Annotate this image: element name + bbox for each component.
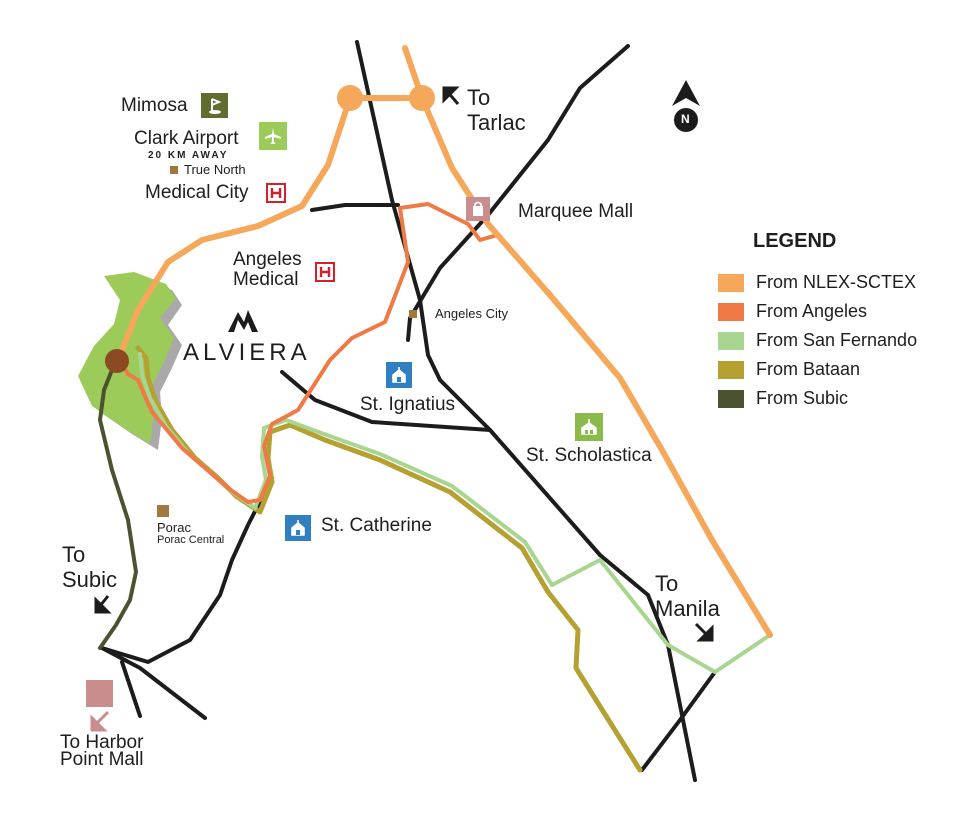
legend-swatch — [718, 331, 744, 350]
arrow-to-manila-icon — [694, 622, 714, 642]
road-manila-south — [598, 553, 697, 782]
legend-label: From Angeles — [756, 301, 868, 321]
route-from-nlex-sctex — [115, 95, 773, 638]
north-label: N — [681, 112, 690, 126]
st-ignatius-label: St. Ignatius — [360, 394, 456, 415]
route-from-subic — [98, 358, 138, 650]
shopping-bag-icon — [466, 197, 490, 221]
legend-item-angeles: From Angeles — [718, 301, 867, 322]
legend-label: From Bataan — [756, 359, 861, 379]
to-harbor-label-2: Point Mall — [60, 749, 144, 770]
legend-item-bataan: From Bataan — [718, 359, 860, 380]
interchange-west — [337, 85, 363, 111]
legend-label: From Subic — [756, 388, 849, 408]
harbor-point-mall-icon — [86, 680, 113, 707]
porac-marker — [157, 505, 169, 517]
to-tarlac-label-1: To — [467, 85, 491, 110]
legend-swatch — [718, 389, 744, 408]
north-arrow-icon — [672, 80, 700, 132]
road-southwest-2 — [120, 660, 142, 718]
legend-item-subic: From Subic — [718, 388, 848, 409]
legend-swatch — [718, 360, 744, 379]
airplane-icon — [259, 122, 287, 150]
arrow-to-harbor-icon — [90, 710, 110, 732]
to-subic-label-1: To — [62, 542, 86, 567]
legend-label: From San Fernando — [756, 330, 918, 350]
school-icon — [285, 515, 311, 541]
mimosa-label: Mimosa — [121, 95, 188, 116]
arrow-to-subic-icon — [94, 595, 112, 614]
mountain-logo-icon — [228, 310, 258, 332]
road-ignatius-loop — [280, 370, 492, 432]
porac-central-label: Porac Central — [157, 534, 225, 546]
angeles-medical-label-1: Angeles — [233, 249, 302, 270]
to-manila-label-1: To — [655, 571, 679, 596]
arrow-to-tarlac-icon — [442, 86, 460, 105]
alviera-site-marker — [105, 349, 129, 373]
legend-item-nlex-sctex: From NLEX-SCTEX — [718, 272, 916, 293]
legend-title: LEGEND — [753, 230, 837, 252]
road-clark-link — [310, 203, 400, 212]
legend-swatch — [718, 273, 744, 292]
marquee-mall-label: Marquee Mall — [518, 201, 634, 222]
true-north-label: True North — [184, 162, 246, 177]
school-icon — [575, 413, 603, 441]
clark-distance-label: 20 KM AWAY — [148, 150, 229, 161]
school-icon — [386, 362, 412, 388]
hospital-icon — [266, 183, 286, 203]
angeles-city-label: Angeles City — [435, 306, 508, 321]
road-porac-south — [100, 476, 274, 664]
angeles-medical-label-2: Medical — [233, 269, 299, 290]
porac-label: Porac — [157, 520, 191, 535]
road-manila-link — [640, 670, 717, 772]
legend-label: From NLEX-SCTEX — [756, 272, 917, 292]
interchange-east — [409, 85, 435, 111]
legend-swatch — [718, 302, 744, 321]
legend-item-san-fernando: From San Fernando — [718, 330, 917, 351]
medical-city-label: Medical City — [145, 182, 249, 203]
route-from-angeles — [118, 202, 496, 504]
to-subic-label-2: Subic — [62, 567, 118, 592]
to-harbor-label-1: To Harbor — [60, 732, 144, 753]
angeles-city-marker — [409, 310, 417, 318]
alviera-label: ALVIERA — [183, 339, 311, 366]
hospital-icon — [315, 262, 335, 282]
st-scholastica-label: St. Scholastica — [526, 445, 652, 466]
to-tarlac-label-2: Tarlac — [467, 110, 526, 135]
st-catherine-label: St. Catherine — [321, 515, 432, 536]
road-northeast — [406, 44, 630, 342]
clark-airport-label: Clark Airport — [134, 128, 239, 149]
golf-flag-icon — [201, 93, 228, 118]
true-north-marker — [170, 166, 178, 174]
road-southwest-1 — [100, 646, 207, 720]
to-manila-label-2: Manila — [655, 596, 720, 621]
